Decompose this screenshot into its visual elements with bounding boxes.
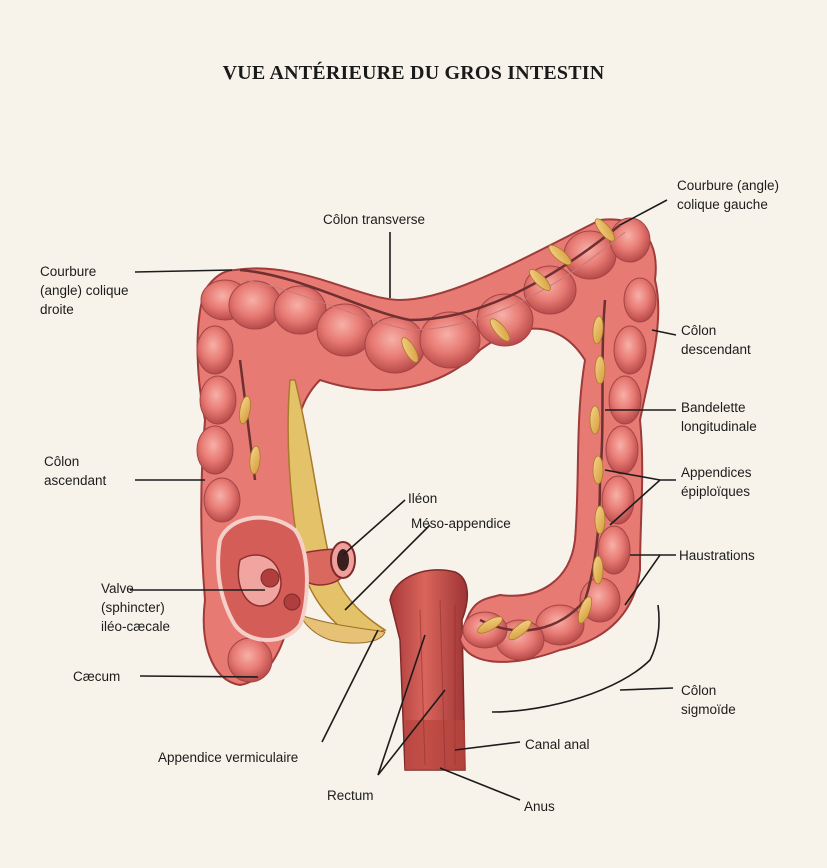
label-ileon: Iléon (408, 489, 437, 508)
label-anus: Anus (524, 797, 555, 816)
label-courbure-gauche: Courbure (angle)colique gauche (677, 176, 779, 214)
label-meso-appendice: Méso-appendice (411, 514, 511, 533)
haustrum (200, 376, 236, 424)
label-colon-transverse: Côlon transverse (323, 210, 425, 229)
label-rectum: Rectum (327, 786, 374, 805)
haustrum (609, 376, 641, 424)
label-valve: Valve(sphincter)iléo-cæcale (101, 579, 170, 636)
epiploic-appendage (593, 556, 603, 584)
haustrum (365, 317, 425, 373)
haustrum (229, 281, 281, 329)
epiploic-appendage (595, 356, 605, 384)
epiploic-appendage (590, 406, 600, 434)
rectum (390, 570, 467, 770)
haustrum (614, 326, 646, 374)
label-caecum: Cæcum (73, 667, 120, 686)
epiploic-appendage (595, 506, 605, 534)
haustrum (197, 426, 233, 474)
label-haustrations: Haustrations (679, 546, 755, 565)
haustrum (204, 478, 240, 522)
haustrum (606, 426, 638, 474)
haustrum (228, 638, 272, 682)
caecum-cutaway (218, 518, 307, 640)
haustrum (624, 278, 656, 322)
haustrum (197, 326, 233, 374)
epiploic-appendage (593, 456, 603, 484)
label-appendice-vermiculaire: Appendice vermiculaire (158, 748, 298, 767)
label-canal-anal: Canal anal (525, 735, 590, 754)
page-title: VUE ANTÉRIEURE DU GROS INTESTIN (0, 62, 827, 85)
haustrum (317, 304, 373, 356)
